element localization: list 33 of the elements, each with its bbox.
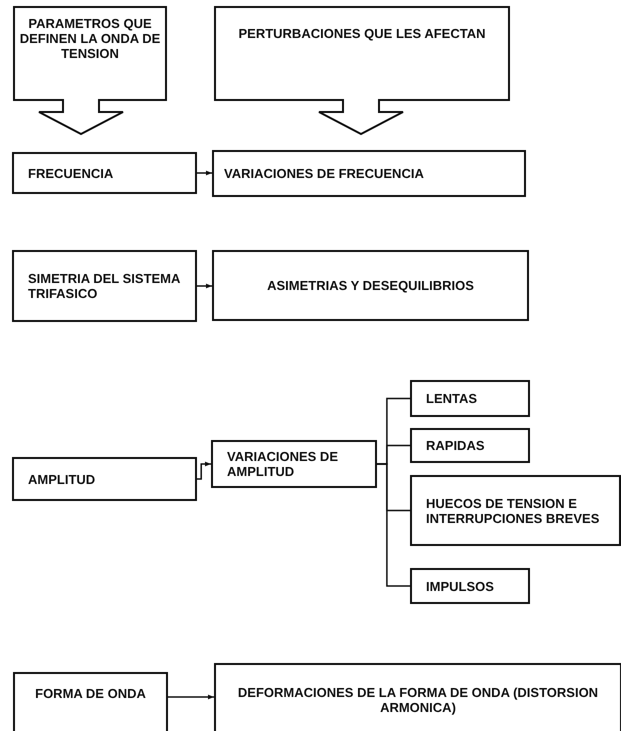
process-box [410, 380, 530, 417]
node-label: DEFORMACIONES DE LA FORMA DE ONDA (DISTORSION ARMONICA) [236, 685, 600, 715]
callout-arrow-box [214, 6, 510, 136]
process-box [12, 152, 197, 194]
node-label: PARAMETROS QUE DEFINEN LA ONDA DE TENSION [18, 16, 162, 61]
arrow [168, 694, 214, 700]
process-box [410, 475, 621, 546]
arrow [197, 170, 212, 176]
arrow [197, 462, 211, 480]
node-label: VARIACIONES DE AMPLITUD [227, 449, 339, 479]
process-box [211, 440, 377, 488]
arrow [197, 284, 212, 288]
node-label: PERTURBACIONES QUE LES AFECTAN [238, 26, 486, 41]
process-box [212, 150, 526, 197]
node-label: FORMA DE ONDA [35, 686, 146, 701]
process-box [410, 428, 530, 463]
process-box [410, 568, 530, 604]
process-box [212, 250, 529, 321]
process-box [12, 250, 197, 322]
node-label: AMPLITUD [28, 472, 96, 486]
process-box [12, 457, 197, 501]
callout-arrow-box [13, 6, 167, 136]
process-box [214, 663, 621, 731]
node-label: IMPULSOS [426, 578, 494, 594]
node-label: LENTAS [426, 391, 478, 406]
node-label: FRECUENCIA [28, 166, 114, 180]
node-label: ASIMETRIAS Y DESEQUILIBRIOS [267, 278, 474, 293]
node-label: SIMETRIA DEL SISTEMA TRIFASICO [28, 271, 181, 301]
node-label: VARIACIONES DE FRECUENCIA [224, 166, 424, 181]
process-box [13, 672, 168, 731]
node-label: HUECOS DE TENSION E INTERRUPCIONES BREVES [426, 496, 600, 526]
node-label: RAPIDAS [426, 438, 485, 453]
connector-line [377, 463, 410, 587]
